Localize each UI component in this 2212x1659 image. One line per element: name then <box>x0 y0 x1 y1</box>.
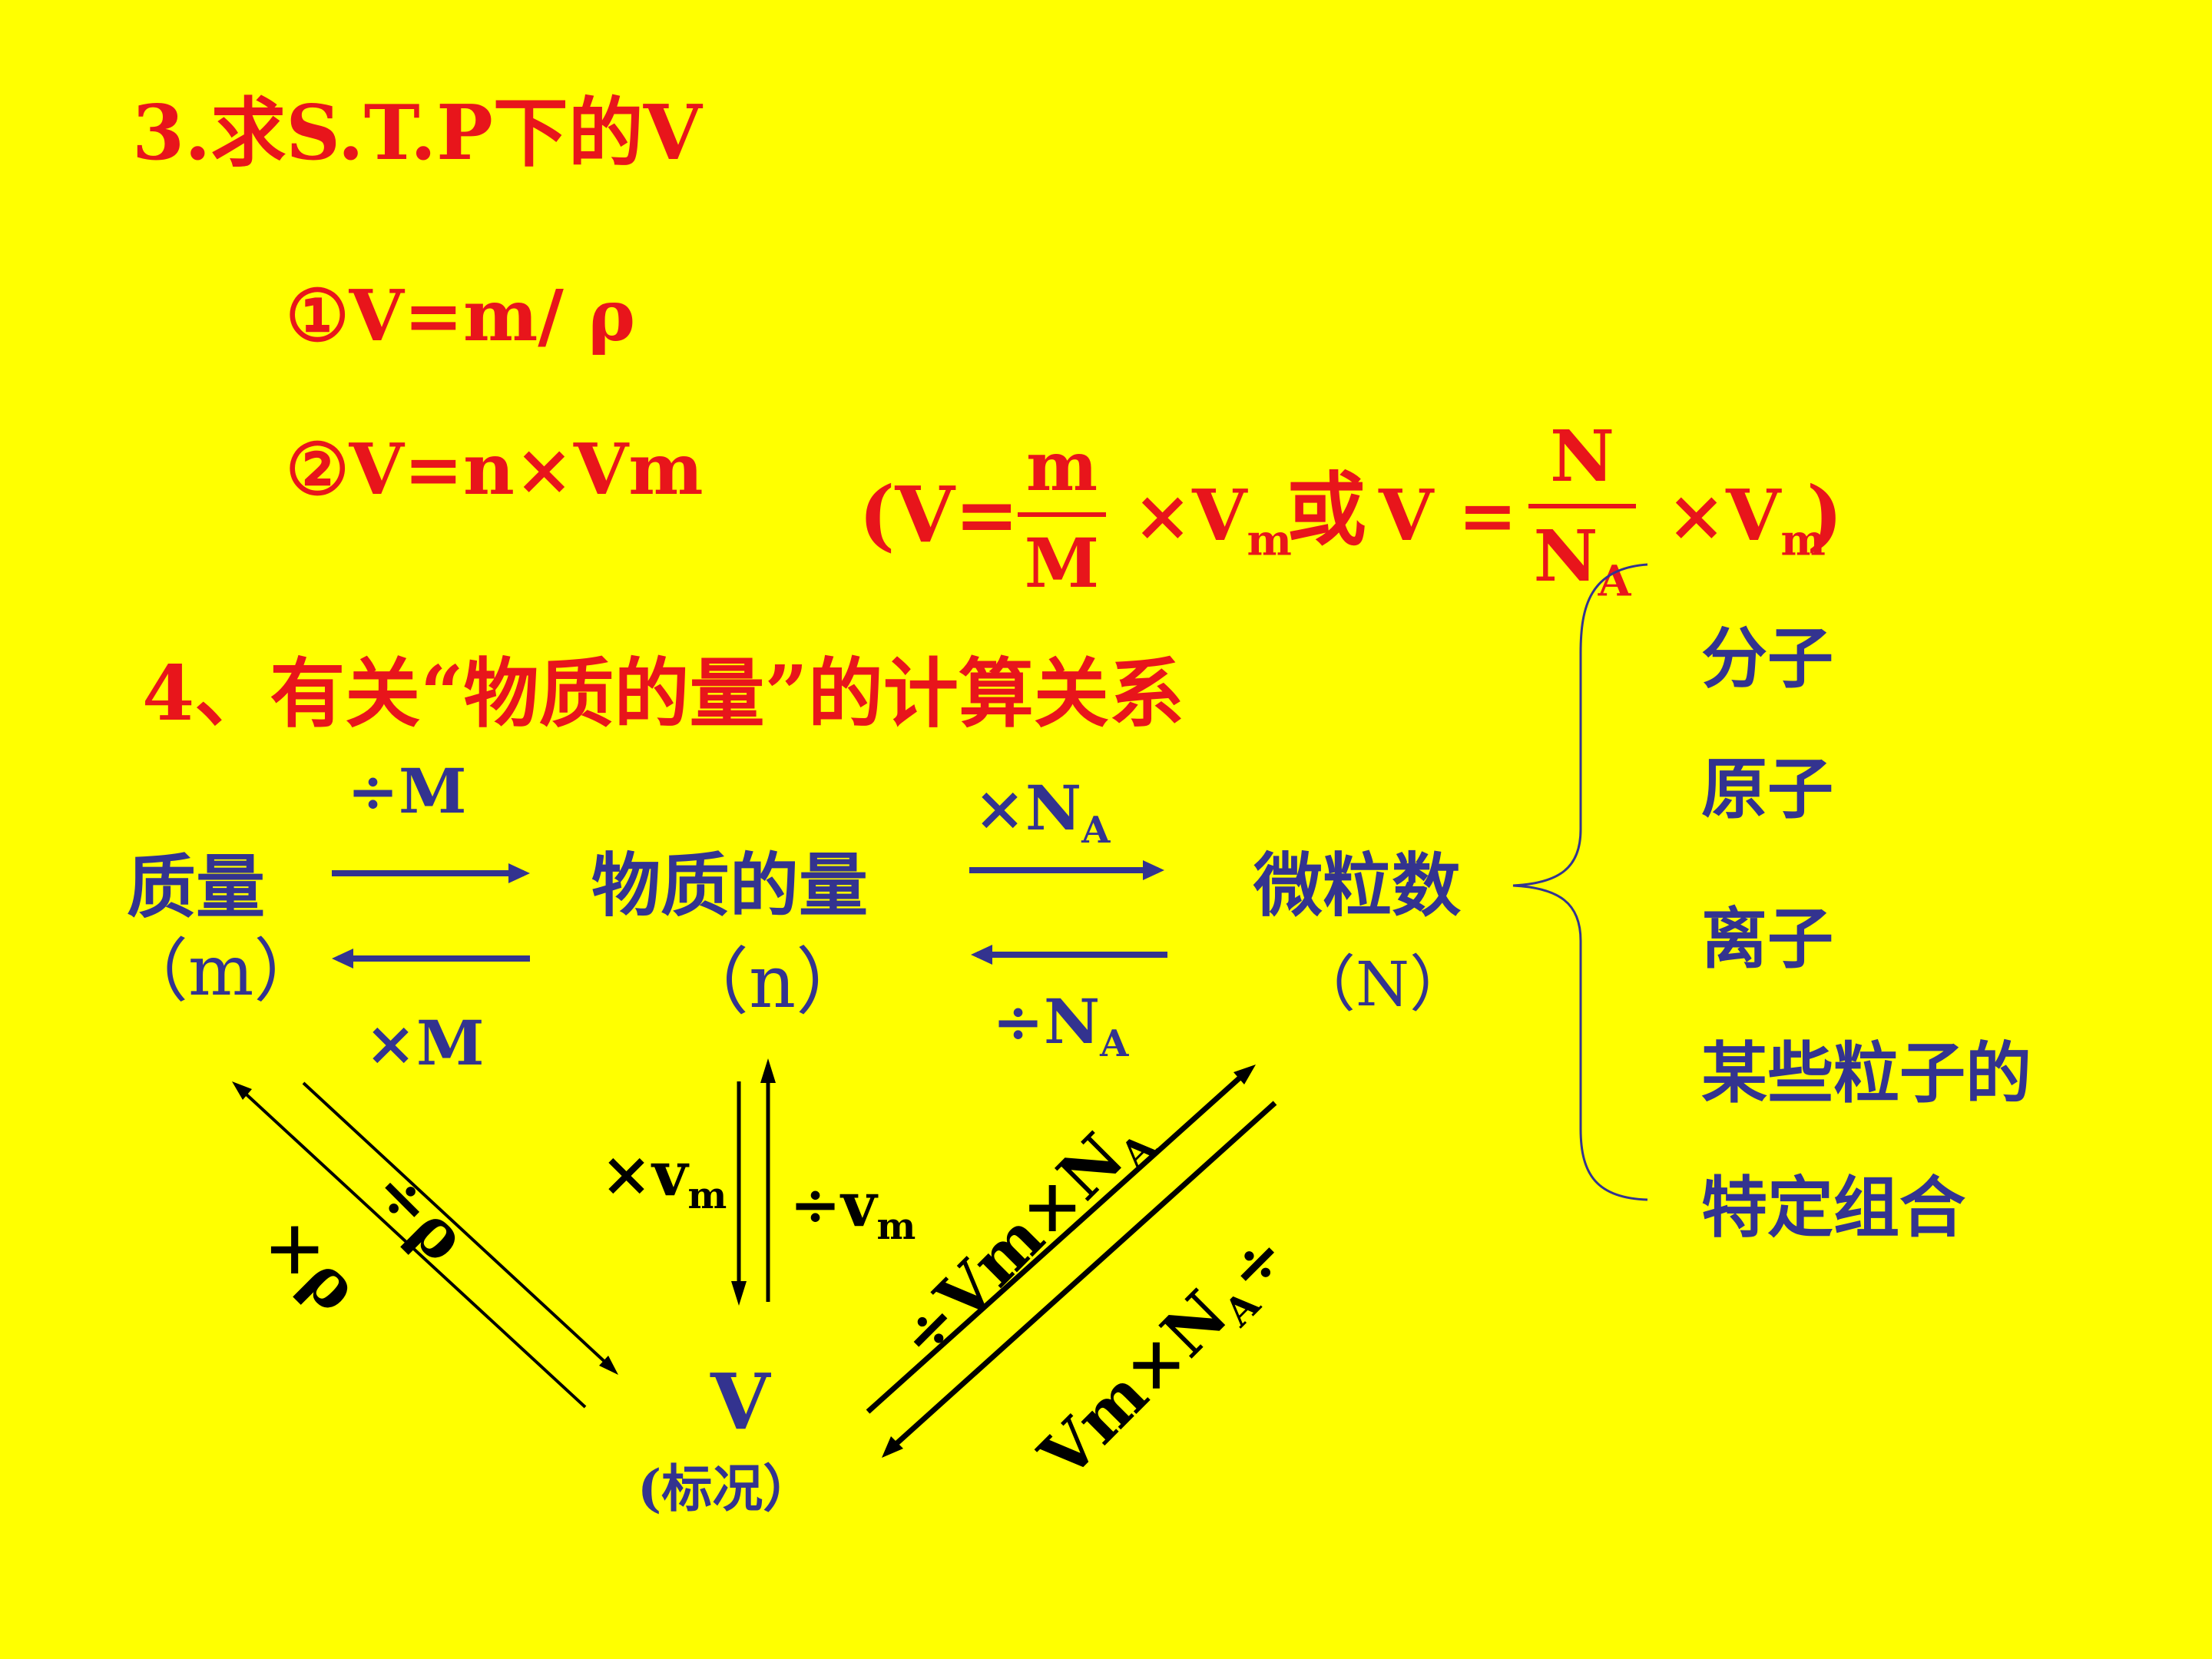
node-volume-label: V <box>710 1356 770 1447</box>
label-div-M: ÷M <box>347 755 467 827</box>
arrow-amount-to-particles <box>969 860 1164 880</box>
node-mass-label: 质量 <box>127 846 265 928</box>
fraction-numerator-m: m <box>1025 426 1098 506</box>
fraction-denominator-NA: NA <box>1533 515 1631 607</box>
heading-4: 4、有关“物质的量”的计算关系 <box>142 650 1184 738</box>
arrow-volume-to-mass <box>232 1081 587 1409</box>
particle-item: 离子 <box>1701 900 1833 978</box>
formula-1: ①V=m/ ρ <box>286 274 636 357</box>
node-particle-symbol: （N） <box>1294 949 1471 1020</box>
label-times-NA: ×NA <box>974 772 1111 852</box>
arrow-particles-to-volume <box>882 1101 1277 1458</box>
label-div-vm: ÷vm <box>790 1168 916 1248</box>
arrow-amount-to-volume <box>731 1081 747 1306</box>
particle-item: 某些粒子的 <box>1701 1035 2032 1112</box>
alt-open: (V= <box>859 469 1019 560</box>
fraction-bar <box>1018 512 1106 517</box>
node-amount-symbol: （n） <box>676 940 869 1025</box>
alt-v-eq: V = <box>1379 474 1518 557</box>
node-mass-symbol: （m） <box>119 931 323 1012</box>
alt-times-vm-end: ×Vm <box>1667 474 1826 566</box>
particle-item: 分子 <box>1701 620 1833 697</box>
heading-3: 3.求S.T.P下的V <box>132 89 702 177</box>
fraction-denominator-M: M <box>1024 523 1100 603</box>
alt-times-vm: ×Vm <box>1133 474 1292 566</box>
brace <box>1512 563 1648 1201</box>
particle-item: 特定组合 <box>1701 1169 1965 1247</box>
label-times-M: ×M <box>365 1007 485 1079</box>
node-particle-label: 微粒数 <box>1253 845 1461 926</box>
label-times-vm: ×vm <box>601 1137 727 1217</box>
fraction-bar <box>1528 504 1636 508</box>
fraction-numerator-N: N <box>1549 415 1615 498</box>
alt-or: 或 <box>1286 462 1367 557</box>
arrow-amount-to-mass <box>332 949 530 969</box>
arrow-particles-to-amount <box>971 945 1167 965</box>
node-volume-note: (标况） <box>637 1459 814 1518</box>
arrow-mass-to-amount <box>332 863 530 883</box>
node-amount-label: 物质的量 <box>591 845 868 926</box>
particle-item: 原子 <box>1701 750 1833 828</box>
arrow-mass-to-volume <box>302 1081 618 1375</box>
fraction-N-over-NA: N NA <box>1528 415 1636 606</box>
arrow-volume-to-particles <box>866 1065 1256 1414</box>
label-div-NA: ÷NA <box>992 985 1129 1065</box>
arrow-volume-to-amount <box>760 1058 776 1302</box>
fraction-m-over-M: m M <box>1018 426 1106 603</box>
formula-2: ②V=n×Vm <box>286 428 704 511</box>
alt-close: ) <box>1806 469 1843 560</box>
